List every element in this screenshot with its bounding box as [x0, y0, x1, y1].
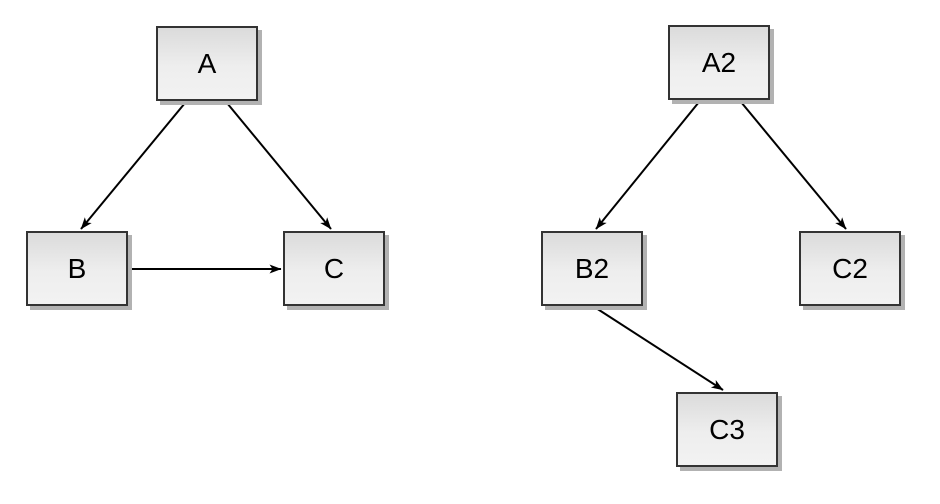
node-c3-label: C3	[709, 413, 745, 445]
node-c2[interactable]: C2	[799, 231, 901, 306]
edge-a-to-c[interactable]	[226, 102, 332, 230]
node-a-label: A	[197, 47, 217, 79]
edge-b2-to-c3[interactable]	[595, 307, 724, 391]
edge-a2-to-b2[interactable]	[595, 101, 700, 230]
node-b2-label: B2	[574, 252, 610, 284]
node-b-label: B	[67, 252, 87, 284]
node-b2[interactable]: B2	[541, 231, 643, 306]
node-b[interactable]: B	[26, 231, 128, 306]
node-a2-label: A2	[701, 46, 737, 78]
edge-a2-to-c2[interactable]	[740, 101, 847, 230]
node-c3[interactable]: C3	[676, 392, 778, 467]
node-a[interactable]: A	[156, 26, 258, 101]
node-c-label: C	[323, 252, 345, 284]
node-c2-label: C2	[832, 252, 868, 284]
node-a2[interactable]: A2	[668, 25, 770, 100]
edge-a-to-b[interactable]	[80, 102, 186, 230]
node-c[interactable]: C	[283, 231, 385, 306]
